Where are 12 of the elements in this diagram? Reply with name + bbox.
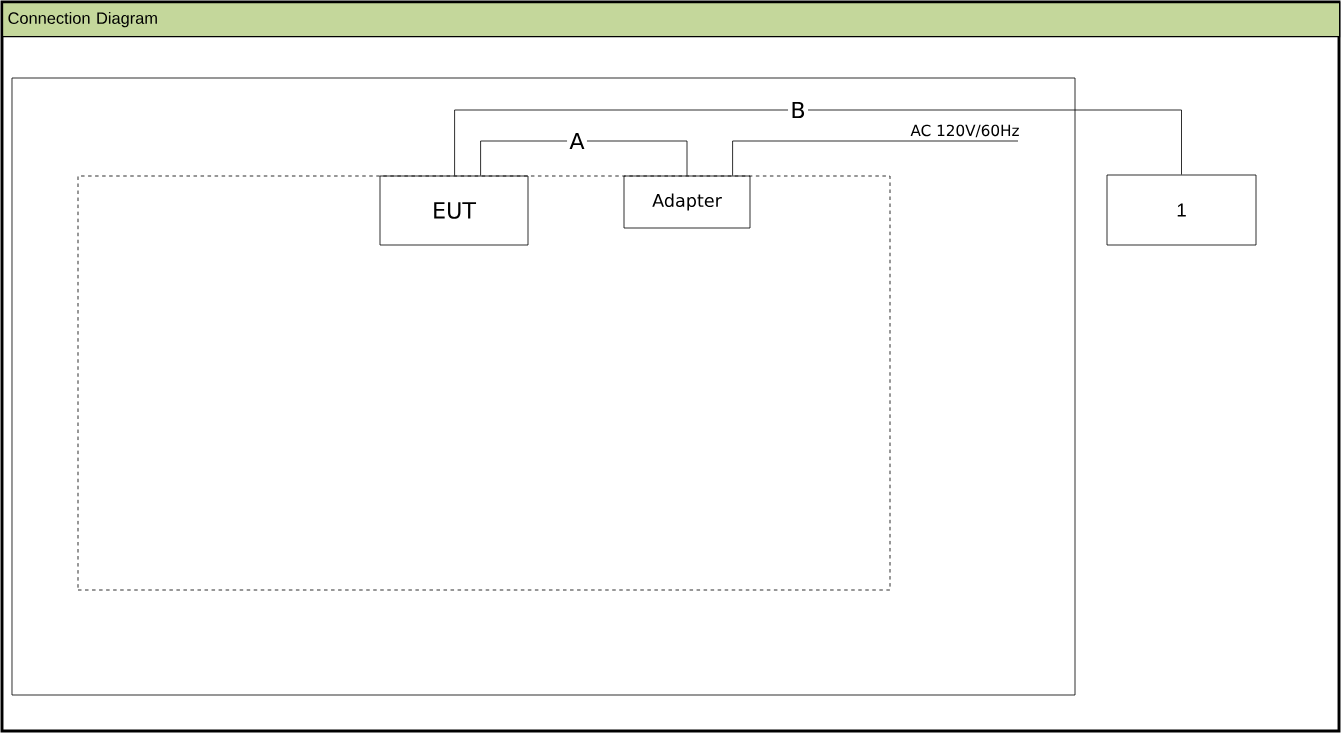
equipment-box: Adapter xyxy=(623,175,751,229)
edge-label: AC 120V/60Hz xyxy=(910,124,1019,138)
equipment-box: EUT xyxy=(379,175,529,246)
enclosure-box xyxy=(11,77,1076,696)
edge-label: B xyxy=(788,99,808,121)
connector-line xyxy=(732,140,1019,176)
title-bar: Connection Diagram xyxy=(2,2,1341,38)
dashed-area xyxy=(77,175,891,591)
edge-label: A xyxy=(567,130,587,152)
connector-line xyxy=(480,140,688,176)
equipment-box: 1 xyxy=(1106,174,1257,246)
connector-line xyxy=(454,109,1182,176)
